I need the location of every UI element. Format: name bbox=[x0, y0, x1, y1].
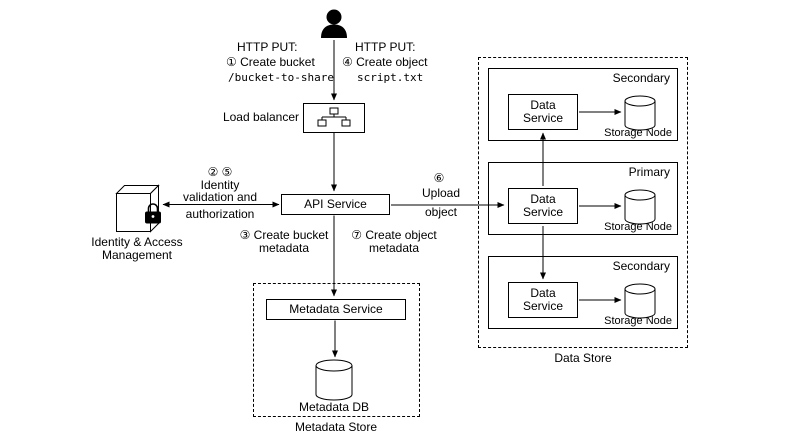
user-head bbox=[326, 9, 342, 25]
step-4-badge: ④ bbox=[342, 55, 353, 69]
iam-label-line2: Management bbox=[101, 248, 173, 262]
node-role-primary: Primary bbox=[628, 165, 670, 179]
put-bucket-path: /bucket-to-share bbox=[228, 71, 334, 84]
lock-icon bbox=[145, 203, 161, 224]
create-object-metadata-line2: metadata bbox=[368, 241, 420, 255]
put-object-step-line: ④ Create object bbox=[342, 56, 427, 69]
put-object-title: HTTP PUT: bbox=[355, 40, 416, 54]
metadata-db-label: Metadata DB bbox=[298, 400, 370, 414]
api-service-box: API Service bbox=[281, 194, 390, 215]
user-icon bbox=[321, 9, 347, 38]
step-1-badge: ① bbox=[226, 55, 237, 69]
iam-label: Identity & Access Management bbox=[67, 236, 207, 262]
iam-note-line3: authorization bbox=[185, 207, 255, 221]
create-bucket-metadata-line2: metadata bbox=[258, 241, 310, 255]
put-bucket-step-line: ① Create bucket bbox=[226, 56, 315, 69]
data-store-label: Data Store bbox=[554, 351, 612, 365]
put-object-action: Create object bbox=[356, 55, 428, 69]
put-bucket-action: Create bucket bbox=[240, 55, 315, 69]
data-service-box-bottom: Data Service bbox=[508, 282, 578, 318]
data-store-container bbox=[478, 57, 688, 348]
iam-cube-icon bbox=[115, 184, 160, 233]
create-bucket-metadata-line1: ③ Create bucket bbox=[239, 228, 329, 242]
create-object-metadata-line1: ⑦ Create object bbox=[351, 228, 437, 242]
iam-note-line1: Identity bbox=[200, 178, 240, 192]
data-service-box-primary: Data Service bbox=[508, 188, 578, 224]
put-object-path: script.txt bbox=[357, 71, 424, 84]
data-service-box-top: Data Service bbox=[508, 94, 578, 130]
node-role-bottom: Secondary bbox=[612, 259, 670, 273]
user-body bbox=[321, 24, 347, 38]
upload-step-badge: ⑥ bbox=[433, 171, 445, 185]
upload-label-line2: object bbox=[424, 205, 458, 219]
iam-label-line1: Identity & Access bbox=[91, 235, 183, 249]
storage-node-label-bottom: Storage Node bbox=[604, 315, 672, 327]
storage-node-label-primary: Storage Node bbox=[604, 221, 672, 233]
node-role-top: Secondary bbox=[612, 71, 670, 85]
metadata-service-box: Metadata Service bbox=[266, 299, 406, 320]
iam-note-line2: validation and bbox=[182, 190, 258, 204]
upload-label-line1: Upload bbox=[421, 186, 461, 200]
load-balancer-box bbox=[303, 103, 365, 133]
load-balancer-label: Load balancer bbox=[222, 110, 299, 124]
put-bucket-title: HTTP PUT: bbox=[237, 40, 298, 54]
storage-node-label-top: Storage Node bbox=[604, 127, 672, 139]
metadata-store-label: Metadata Store bbox=[294, 420, 378, 434]
metadata-store-container bbox=[253, 283, 420, 417]
iam-steps-badge: ② ⑤ bbox=[207, 165, 233, 179]
